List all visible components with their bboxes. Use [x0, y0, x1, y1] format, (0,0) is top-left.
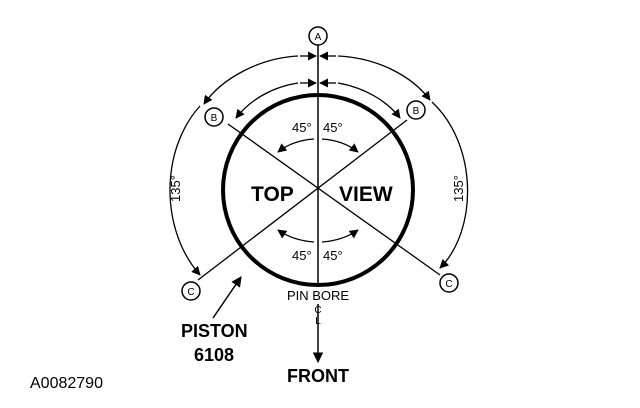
point-b-left-circle	[204, 107, 224, 127]
arc-45-top-left	[277, 138, 315, 153]
top-view-label-right: VIEW	[339, 183, 393, 206]
pin-bore-label: PIN BORE	[287, 288, 349, 303]
top-view-label-left: TOP	[251, 183, 294, 206]
point-a-circle	[308, 26, 328, 46]
arc-45-bottom-left	[277, 229, 315, 243]
point-c-right-circle	[439, 273, 459, 293]
angle-top-left: 45°	[292, 120, 312, 135]
point-a-label: A	[315, 32, 322, 43]
arc-center-to-b-left	[235, 82, 299, 119]
front-label: FRONT	[287, 366, 349, 386]
point-c-left-label: C	[187, 287, 194, 298]
piston-number-label: 6108	[194, 345, 234, 365]
angle-bottom-right: 45°	[323, 248, 343, 263]
diagonal-line-b-c-left	[197, 119, 408, 281]
figure-id-label: A0082790	[30, 375, 103, 392]
point-c-left-circle	[181, 281, 201, 301]
arc-a-to-b-left-outer	[203, 55, 299, 105]
arc-a-to-b-right-outer	[337, 55, 431, 101]
diagonal-line-b-c-right	[227, 123, 441, 276]
arc-center-to-b-right	[337, 82, 401, 119]
arc-135-left	[169, 105, 201, 276]
angle-135-right: 135°	[451, 175, 466, 202]
point-c-right-label: C	[445, 279, 452, 290]
point-b-right-label: B	[413, 106, 420, 117]
arc-135-right	[431, 101, 469, 269]
angle-135-left: 135°	[168, 175, 183, 202]
point-b-left-label: B	[211, 113, 218, 124]
piston-label: PISTON	[181, 321, 248, 341]
arc-45-bottom-right	[321, 229, 359, 243]
angle-bottom-left: 45°	[292, 248, 312, 263]
point-b-right-circle	[406, 100, 426, 120]
piston-leader-arrow	[212, 276, 242, 319]
arc-45-top-right	[321, 138, 359, 153]
angle-top-right: 45°	[323, 120, 343, 135]
